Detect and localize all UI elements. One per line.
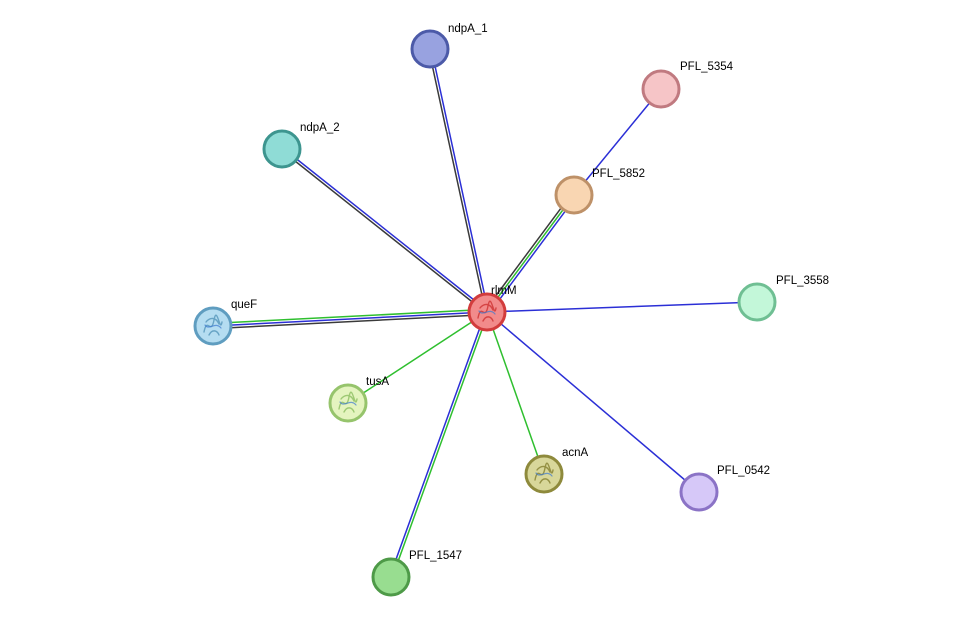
node-acnA[interactable]: acnA	[524, 447, 589, 494]
node-circle-PFL_1547[interactable]	[371, 557, 411, 597]
edge-rlmM-PFL_5852-dark[interactable]	[484, 193, 573, 311]
protein-structure-icon	[338, 391, 358, 413]
edge-rlmM-ndpA_2-blue[interactable]	[282, 147, 489, 312]
edge-rlmM-PFL_1547-blue[interactable]	[389, 311, 487, 577]
node-circle-ndpA_2[interactable]	[262, 129, 302, 169]
node-ndpA_1[interactable]: ndpA_1	[410, 23, 488, 69]
edge-layer	[212, 48, 758, 578]
edge-rlmM-queF-dark[interactable]	[213, 313, 488, 330]
edge-rlmM-PFL_1547-green[interactable]	[391, 312, 489, 578]
edge-rlmM-queF-blue[interactable]	[212, 311, 488, 327]
node-label-tusA: tusA	[366, 376, 389, 388]
node-PFL_3558[interactable]: PFL_3558	[737, 275, 829, 322]
node-label-PFL_1547: PFL_1547	[409, 550, 462, 562]
node-rlmM[interactable]: rlmM	[467, 285, 517, 332]
protein-structure-icon	[535, 472, 553, 477]
protein-structure-icon	[339, 401, 357, 406]
node-label-PFL_3558: PFL_3558	[776, 275, 829, 287]
node-label-ndpA_1: ndpA_1	[448, 23, 488, 35]
node-PFL_5852[interactable]: PFL_5852	[554, 168, 645, 215]
node-label-PFL_0542: PFL_0542	[717, 465, 770, 477]
node-queF[interactable]: queF	[193, 299, 257, 346]
node-PFL_0542[interactable]: PFL_0542	[679, 465, 770, 512]
edge-rlmM-PFL_3558-blue[interactable]	[486, 301, 758, 313]
node-label-acnA: acnA	[562, 447, 589, 459]
edge-rlmM-PFL_5852-blue[interactable]	[488, 196, 577, 314]
edge-rlmM-acnA-green[interactable]	[486, 311, 545, 475]
node-tusA[interactable]: tusA	[328, 376, 389, 423]
node-circle-PFL_3558[interactable]	[737, 282, 777, 322]
edge-rlmM-ndpA_1-dark[interactable]	[427, 49, 487, 313]
node-ndpA_2[interactable]: ndpA_2	[262, 122, 340, 169]
protein-structure-icon	[534, 462, 554, 484]
edge-rlmM-PFL_5852-green[interactable]	[486, 194, 575, 313]
node-label-queF: queF	[231, 299, 257, 311]
protein-structure-icon	[477, 300, 497, 322]
protein-structure-icon	[204, 324, 222, 329]
edge-rlmM-tusA-green[interactable]	[347, 311, 488, 404]
protein-structure-icon	[478, 310, 496, 315]
node-circle-PFL_5852[interactable]	[554, 175, 594, 215]
node-label-PFL_5852: PFL_5852	[592, 168, 645, 180]
protein-structure-icon	[203, 314, 223, 336]
node-PFL_1547[interactable]: PFL_1547	[371, 550, 462, 597]
node-circle-ndpA_1[interactable]	[410, 29, 450, 69]
node-label-PFL_5354: PFL_5354	[680, 61, 734, 73]
edge-rlmM-ndpA_2-dark[interactable]	[280, 149, 487, 314]
node-PFL_5354[interactable]: PFL_5354	[641, 61, 734, 109]
node-label-ndpA_2: ndpA_2	[300, 122, 340, 134]
node-circle-PFL_0542[interactable]	[679, 472, 719, 512]
node-label-rlmM: rlmM	[491, 285, 517, 297]
edge-rlmM-ndpA_1-blue[interactable]	[430, 48, 490, 312]
node-circle-PFL_5354[interactable]	[641, 69, 681, 109]
edge-rlmM-queF-green[interactable]	[212, 308, 487, 325]
edge-PFL_5852-PFL_5354-blue[interactable]	[573, 88, 662, 196]
edge-rlmM-PFL_0542-blue[interactable]	[486, 311, 700, 493]
